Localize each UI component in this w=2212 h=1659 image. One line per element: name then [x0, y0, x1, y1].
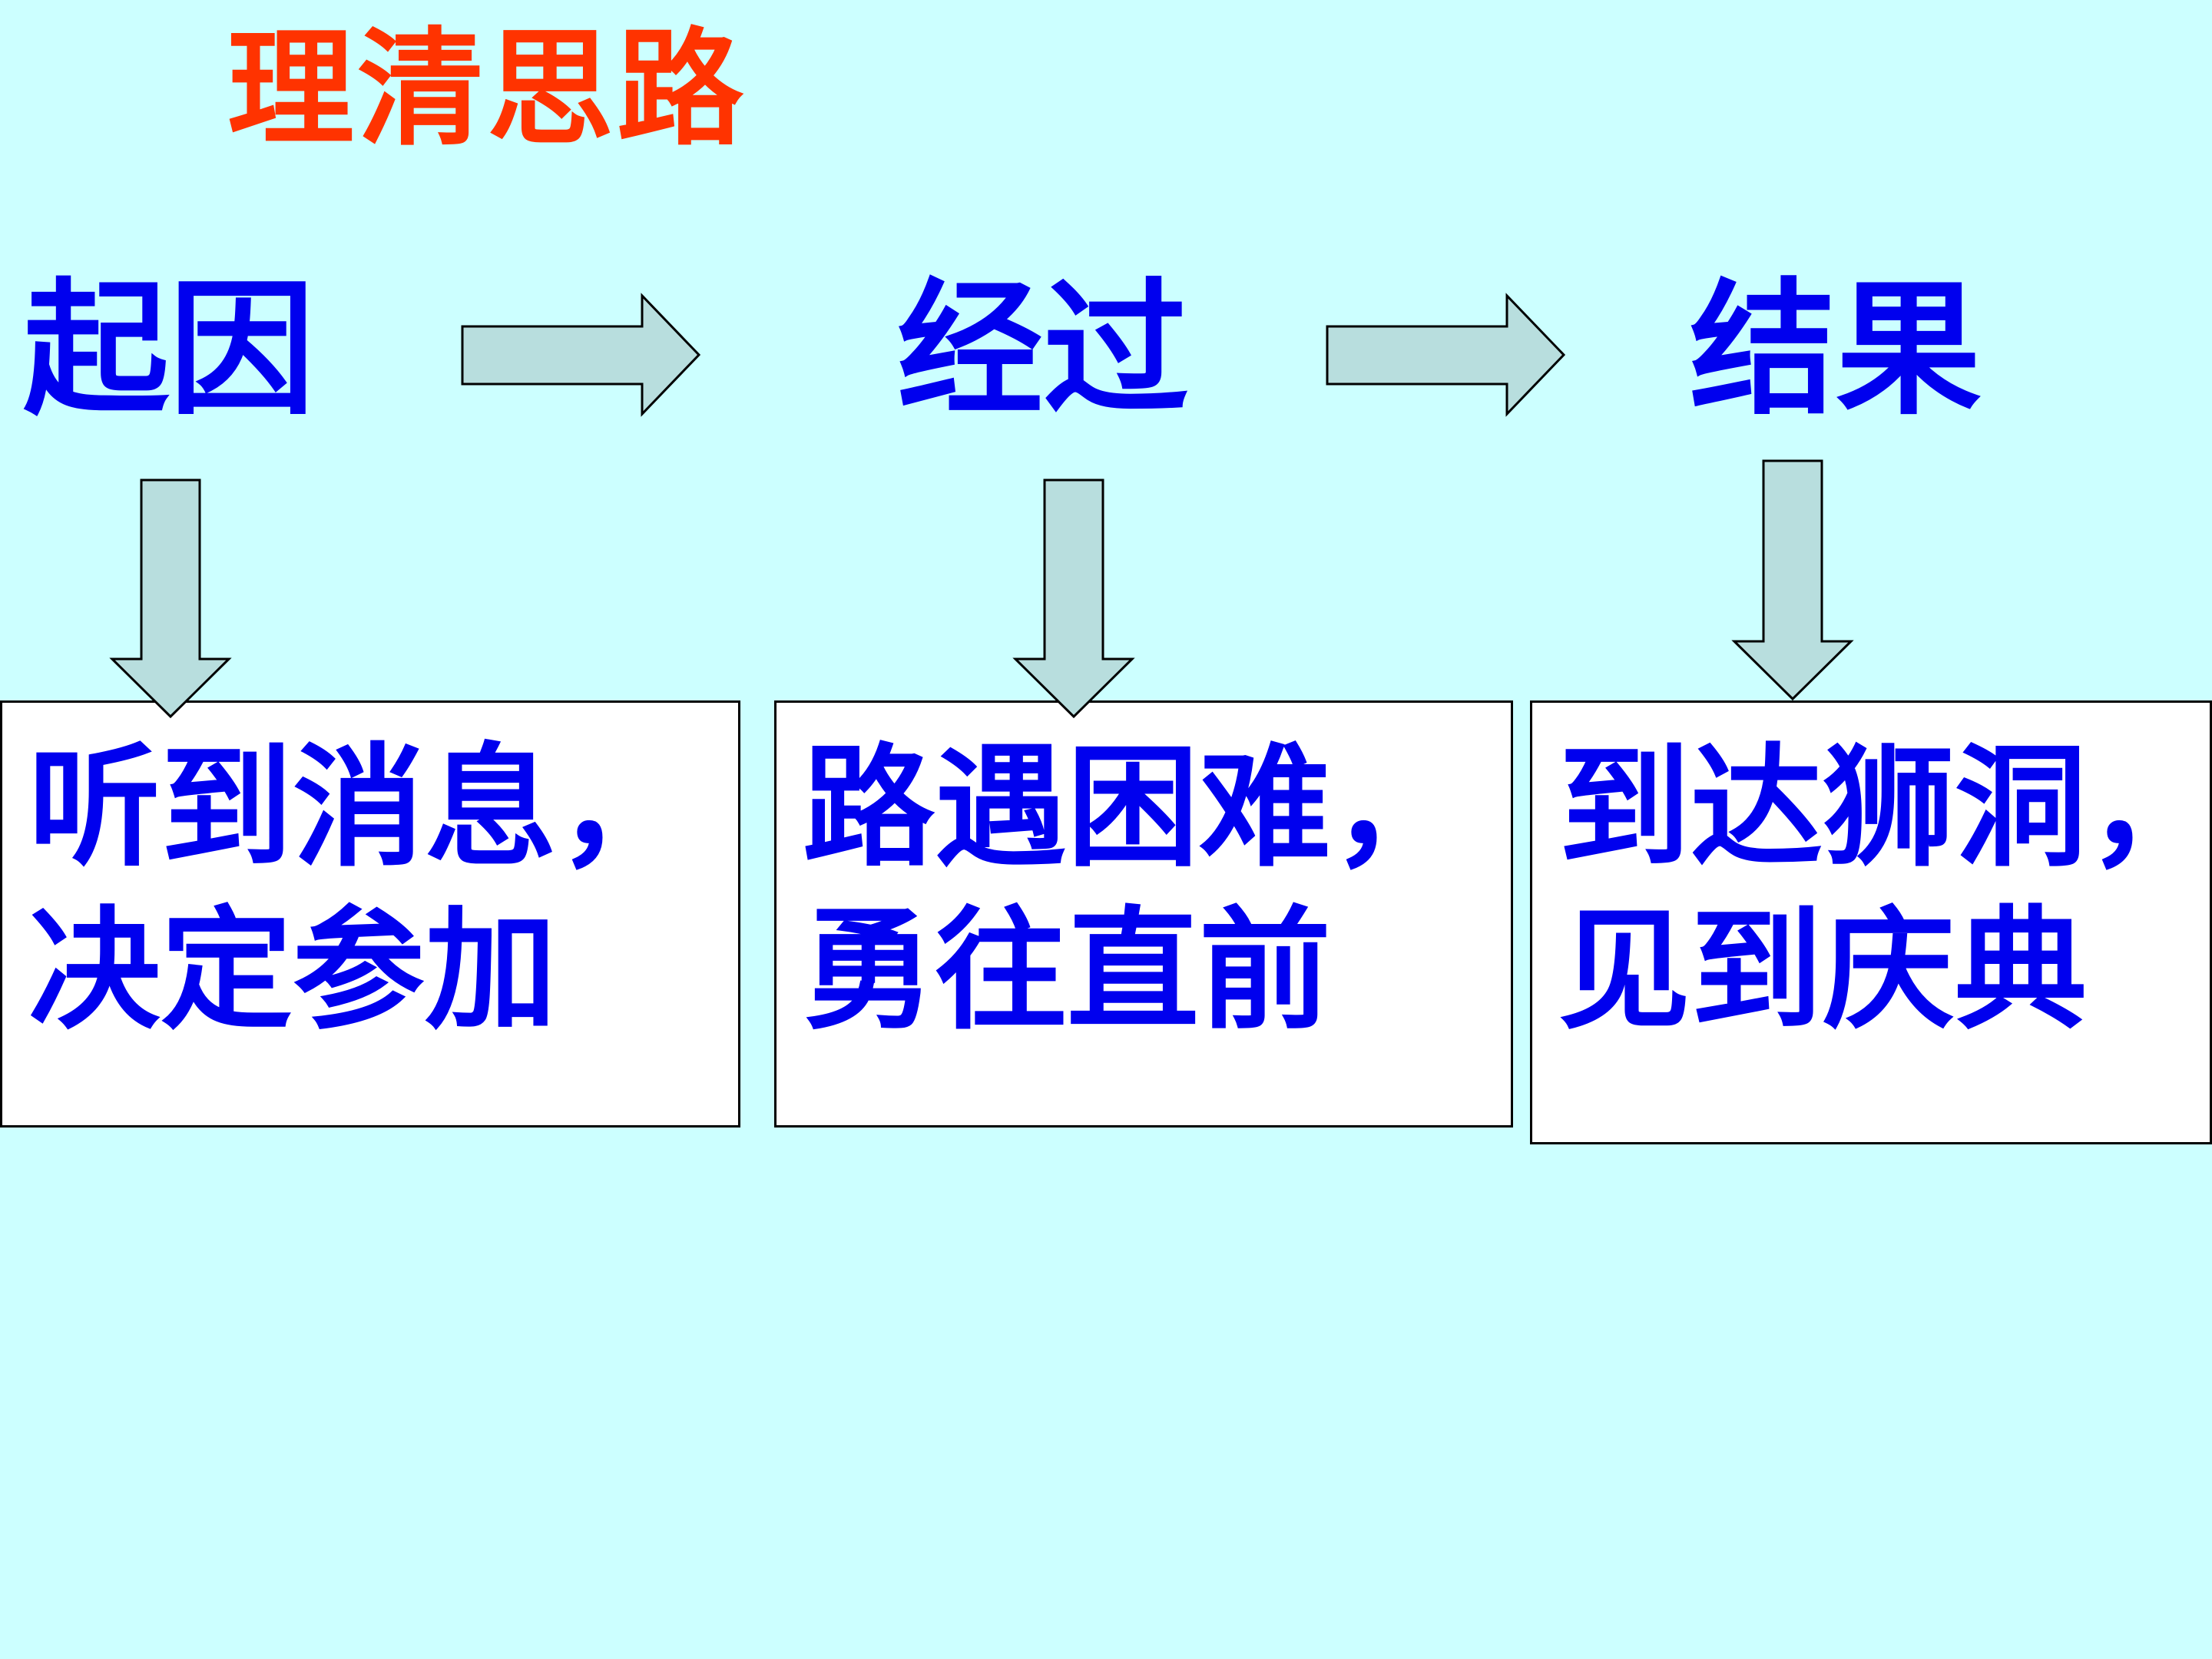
cause-box-line1: 听到消息，: [28, 729, 689, 885]
right-arrow-icon: [461, 293, 701, 417]
process-box: 路遇困难， 勇往直前: [774, 700, 1513, 1128]
result-box-line2: 见到庆典: [1558, 892, 2087, 1048]
result-box-line1: 到达狮洞，: [1558, 729, 2212, 885]
process-box-line1: 路遇困难，: [803, 729, 1463, 885]
stage-result-label: 结果: [1690, 263, 1982, 435]
stage-process-label: 经过: [897, 263, 1190, 435]
down-arrow-icon: [1012, 478, 1135, 719]
result-box: 到达狮洞， 见到庆典: [1530, 700, 2212, 1144]
slide-title: 理清思路: [227, 14, 747, 163]
cause-box: 听到消息， 决定参加: [0, 700, 740, 1128]
stage-cause-label: 起因: [23, 263, 316, 435]
process-box-line2: 勇往直前: [803, 892, 1331, 1048]
cause-box-line2: 决定参加: [28, 892, 557, 1048]
down-arrow-icon: [1731, 459, 1854, 701]
right-arrow-icon: [1326, 293, 1566, 417]
down-arrow-icon: [109, 478, 232, 719]
